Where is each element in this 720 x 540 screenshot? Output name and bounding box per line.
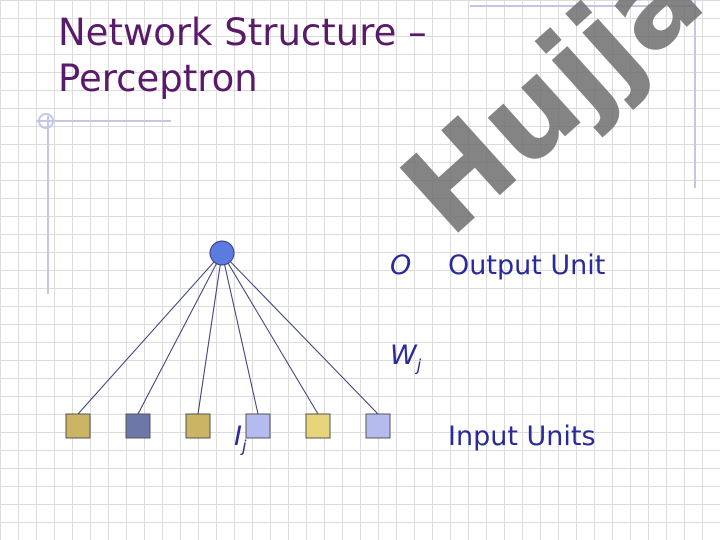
- decorative-circle: [38, 113, 54, 129]
- connection-line: [77, 252, 223, 415]
- connections: [77, 252, 379, 415]
- input-node: [365, 413, 391, 439]
- input-node: [65, 413, 91, 439]
- output-symbol: O: [390, 250, 412, 281]
- connection-line: [137, 252, 223, 415]
- input-node: [185, 413, 211, 439]
- input-node: [305, 413, 331, 439]
- connection-line: [197, 252, 223, 415]
- decorative-line-right: [694, 0, 696, 188]
- input-units-label: Input Units: [448, 421, 596, 452]
- weight-symbol: Wj: [390, 340, 422, 375]
- output-node: [209, 240, 235, 266]
- output-unit-label: Output Unit: [448, 250, 606, 281]
- decorative-line-horizontal: [36, 120, 171, 122]
- input-symbol: Ij: [234, 421, 247, 456]
- connection-line: [221, 252, 379, 415]
- input-node: [245, 413, 271, 439]
- decorative-line-vertical: [47, 116, 49, 294]
- page-title: Network Structure – Perceptron: [58, 11, 427, 100]
- connection-line: [221, 252, 319, 415]
- decorative-line-top: [470, 5, 696, 7]
- connection-line: [221, 252, 259, 415]
- input-nodes: [65, 413, 391, 439]
- input-node: [125, 413, 151, 439]
